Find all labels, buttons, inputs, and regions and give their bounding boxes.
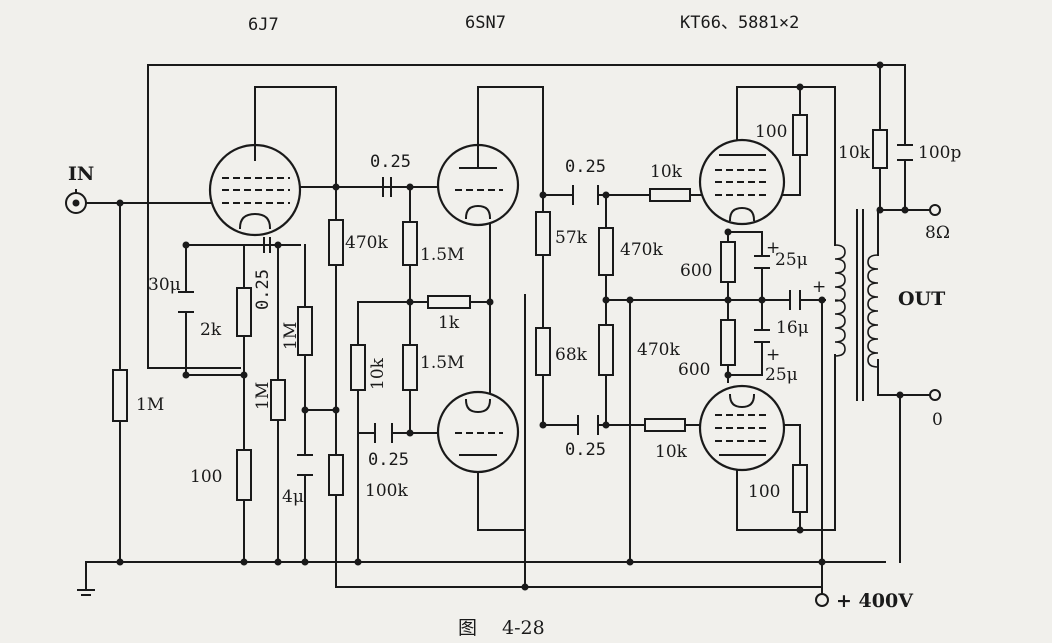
capacitor [754, 255, 770, 269]
tube-label-6sn7: 6SN7 [465, 13, 506, 33]
junctions [116, 61, 909, 591]
resistor [270, 379, 286, 421]
label-1k: 1k [438, 313, 460, 333]
terminal-0-label: 0 [932, 410, 943, 430]
label-10k-bot: 10k [655, 442, 688, 462]
label-100p: 100p [918, 143, 961, 163]
resistor [598, 324, 614, 376]
resistor [402, 344, 418, 391]
tube-kt66-upper [698, 138, 786, 226]
label-100-a: 100 [190, 467, 222, 487]
capacitor [374, 423, 393, 443]
terminal-in-label: IN [68, 163, 94, 185]
resistors [112, 114, 888, 513]
capacitor [178, 291, 194, 313]
label-600-top: 600 [680, 261, 712, 281]
capacitor [382, 177, 392, 197]
resistor [872, 129, 888, 169]
tube-kt66-lower [698, 384, 786, 472]
resistor [297, 306, 313, 356]
label-2k: 2k [200, 320, 222, 340]
capacitor [897, 144, 913, 161]
resistor [535, 327, 551, 376]
label-15m-top: 1.5M [420, 245, 464, 265]
resistor [598, 227, 614, 276]
supply-label: + 400V [836, 590, 914, 612]
tube-6j7 [208, 143, 302, 237]
label-470k-2: 470k [620, 240, 663, 260]
terminal-400v [815, 593, 829, 607]
label-10k-fb: 10k [838, 143, 871, 163]
label-10k-mid: 10k [368, 357, 388, 390]
label-c-grid1: 0.25 [253, 269, 273, 310]
resistor [350, 344, 366, 391]
resistor [427, 295, 471, 309]
resistor [328, 219, 344, 266]
terminal-8ohm [929, 204, 941, 216]
label-15m-bot: 1.5M [420, 353, 464, 373]
ground-symbol [77, 589, 95, 596]
tube-label-6j7: 6J7 [248, 15, 279, 35]
resistor [792, 464, 808, 513]
labels: 6J7 6SN7 KT66、5881×2 IN OUT 8Ω 0 + 400V … [68, 13, 961, 639]
resistor [644, 418, 686, 432]
capacitor [572, 185, 599, 205]
input-jack [65, 189, 87, 214]
label-470k: 470k [345, 233, 388, 253]
tube-6sn7-upper [436, 143, 520, 227]
label-1m-a: 1M [253, 382, 273, 410]
label-10k-top: 10k [650, 162, 683, 182]
label-c-low: 0.25 [368, 450, 409, 470]
label-25u-top: 25μ [775, 250, 808, 270]
label-c-in: 0.25 [370, 152, 411, 172]
resistor [792, 114, 808, 156]
resistor [535, 211, 551, 256]
resistor [720, 241, 736, 283]
resistor [236, 449, 252, 501]
capacitor [577, 415, 599, 435]
label-600-bot: 600 [678, 360, 710, 380]
label-plus-1: + [766, 238, 780, 258]
label-c-top: 0.25 [565, 157, 606, 177]
capacitor [789, 290, 801, 310]
capacitor [263, 237, 271, 253]
output-transformer [834, 209, 879, 401]
label-100-bot: 100 [748, 482, 780, 502]
label-25u-bot: 25μ [765, 365, 798, 385]
resistor [402, 221, 418, 266]
label-100k: 100k [365, 481, 408, 501]
tube-6sn7-lower [436, 390, 520, 474]
label-1m-b: 1M [281, 322, 301, 350]
terminal-out-label: OUT [898, 288, 945, 310]
resistor [328, 454, 344, 496]
label-100-top: 100 [755, 122, 787, 142]
capacitor [754, 329, 770, 343]
figure-caption: 图 4-28 [458, 617, 545, 639]
label-57k: 57k [555, 228, 588, 248]
tube-label-kt66: KT66、5881×2 [680, 13, 799, 33]
label-68k: 68k [555, 345, 588, 365]
label-470k-3: 470k [637, 340, 680, 360]
terminal-8ohm-label: 8Ω [925, 223, 950, 243]
terminal-0 [929, 389, 941, 401]
label-plus-3: + [812, 277, 826, 297]
capacitor [297, 454, 313, 476]
resistor [720, 319, 736, 366]
wires [85, 64, 931, 595]
resistor [112, 369, 128, 422]
resistor [236, 287, 252, 337]
label-plus-2: + [766, 345, 780, 365]
capacitors [178, 144, 913, 476]
label-30u: 30μ [148, 275, 181, 295]
label-16u: 16μ [776, 318, 809, 338]
label-4u: 4μ [282, 487, 304, 507]
label-c-bot: 0.25 [565, 440, 606, 460]
label-1m-gnd: 1M [136, 395, 164, 415]
resistor [649, 188, 691, 202]
